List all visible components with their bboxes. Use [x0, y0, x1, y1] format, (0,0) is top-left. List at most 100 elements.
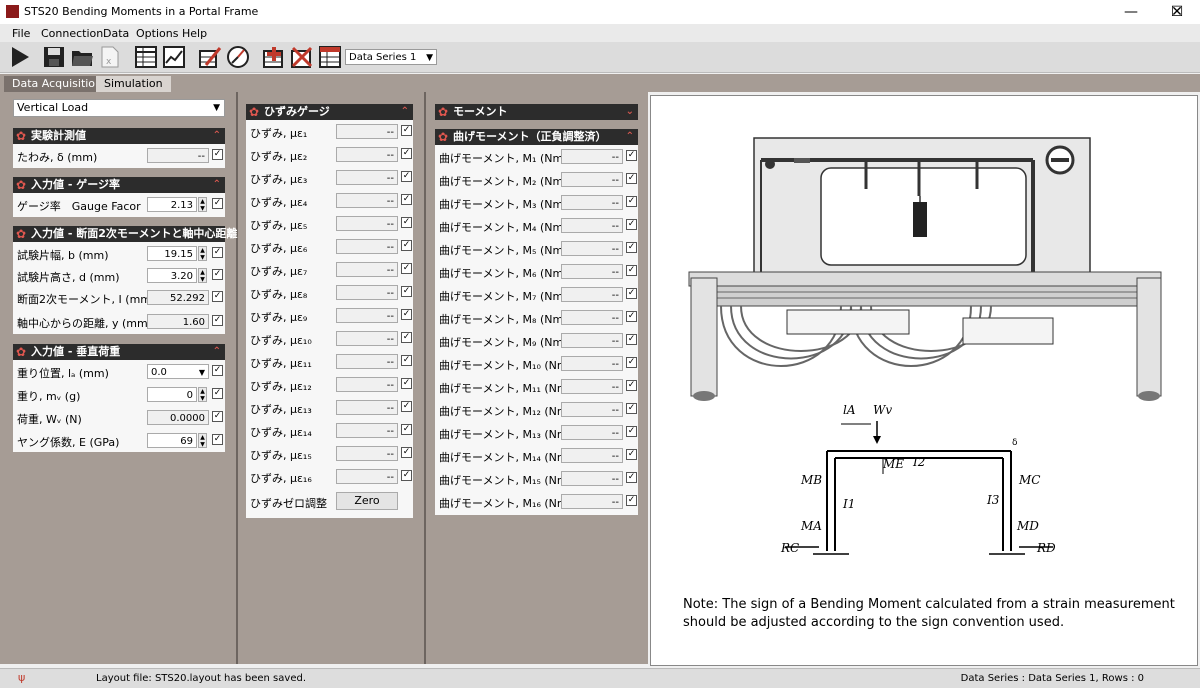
load-checkbox[interactable]: ✓ [212, 411, 223, 422]
maximize-button[interactable]: ☐ [1170, 4, 1184, 20]
second-moment-checkbox[interactable]: ✓ [212, 291, 223, 302]
strain-checkbox[interactable]: ✓ [401, 401, 412, 412]
strain-checkbox[interactable]: ✓ [401, 355, 412, 366]
width-row: 試験片幅, b (mm) 19.15 ▲▼ ✓ [17, 246, 223, 262]
export-excel-icon[interactable]: x [98, 45, 122, 69]
gauge-factor-checkbox[interactable]: ✓ [212, 198, 223, 209]
panel-header[interactable]: ✿実験計測値⌃ [13, 128, 225, 144]
portal-frame-illustration: lA Wv I2 ME MB MC I1 I3 MA MD RC RD δ [688, 137, 1162, 555]
strain-label: ひずみ, με₆ [250, 242, 308, 255]
bending-moment-checkbox[interactable]: ✓ [626, 219, 637, 230]
youngs-modulus-input[interactable]: 69 [147, 433, 197, 448]
load-type-select[interactable]: Vertical Load ▼ [13, 99, 225, 117]
height-input[interactable]: 3.20 [147, 268, 197, 283]
panel-header[interactable]: ✿入力値 - 断面2次モーメントと軸中心距離 [13, 226, 237, 242]
panel-header[interactable]: ✿入力値 - 垂直荷重⌃ [13, 344, 225, 360]
edit-table-icon[interactable] [198, 45, 222, 69]
weight-mass-stepper[interactable]: ▲▼ [198, 387, 207, 402]
strain-checkbox[interactable]: ✓ [401, 309, 412, 320]
height-checkbox[interactable]: ✓ [212, 269, 223, 280]
width-checkbox[interactable]: ✓ [212, 247, 223, 258]
menu-options[interactable]: Options [136, 27, 179, 40]
strain-checkbox[interactable]: ✓ [401, 217, 412, 228]
bending-moment-value: -- [561, 241, 623, 256]
data-series-select[interactable]: Data Series 1 ▼ [345, 49, 437, 65]
table-view-icon[interactable] [134, 45, 158, 69]
neutral-axis-checkbox[interactable]: ✓ [212, 315, 223, 326]
bending-moment-checkbox[interactable]: ✓ [626, 403, 637, 414]
bending-moment-checkbox[interactable]: ✓ [626, 495, 637, 506]
deflection-checkbox[interactable]: ✓ [212, 149, 223, 160]
bending-moment-checkbox[interactable]: ✓ [626, 150, 637, 161]
strain-checkbox[interactable]: ✓ [401, 286, 412, 297]
strain-checkbox[interactable]: ✓ [401, 125, 412, 136]
play-icon[interactable] [8, 45, 32, 69]
panel-header[interactable]: ✿ひずみゲージ⌃ [246, 104, 413, 120]
weight-position-select[interactable]: 0.0▼ [147, 364, 209, 379]
column-divider[interactable] [424, 92, 426, 664]
column-divider[interactable] [236, 92, 238, 664]
bending-moment-checkbox[interactable]: ✓ [626, 265, 637, 276]
minimize-button[interactable]: — [1124, 4, 1138, 20]
tab-simulation[interactable]: Simulation [96, 76, 171, 92]
close-button[interactable]: ✕ [1171, 4, 1183, 20]
bending-moment-checkbox[interactable]: ✓ [626, 311, 637, 322]
panel-header[interactable]: ✿曲げモーメント（正負調整済）⌃ [435, 129, 638, 145]
strain-checkbox[interactable]: ✓ [401, 447, 412, 458]
clear-table-icon[interactable] [318, 45, 342, 69]
graph-view-icon[interactable] [162, 45, 186, 69]
collapse-icon[interactable]: ⌃ [212, 179, 221, 190]
add-row-icon[interactable] [262, 45, 286, 69]
bending-moment-value: -- [561, 379, 623, 394]
bending-moment-checkbox[interactable]: ✓ [626, 196, 637, 207]
strain-checkbox[interactable]: ✓ [401, 240, 412, 251]
delete-row-icon[interactable] [290, 45, 314, 69]
bending-moment-label: 曲げモーメント, M₁₅ (Nm) [439, 474, 572, 487]
collapse-icon[interactable]: ⌃ [625, 131, 634, 142]
save-icon[interactable] [42, 45, 66, 69]
menu-help[interactable]: Help [182, 27, 208, 40]
panel-header[interactable]: ✿モーメント⌄ [435, 104, 638, 120]
bending-moment-checkbox[interactable]: ✓ [626, 472, 637, 483]
youngs-modulus-stepper[interactable]: ▲▼ [198, 433, 207, 448]
gauge-icon[interactable] [226, 45, 250, 69]
tab-data-acquisition[interactable]: Data Acquisition [4, 76, 111, 92]
strain-checkbox[interactable]: ✓ [401, 194, 412, 205]
menu-data[interactable]: Data [103, 27, 130, 40]
bending-moment-checkbox[interactable]: ✓ [626, 334, 637, 345]
expand-icon[interactable]: ⌄ [625, 106, 634, 117]
height-stepper[interactable]: ▲▼ [198, 268, 207, 283]
strain-row: ひずみ, με₂--✓ [246, 143, 413, 166]
bending-moment-checkbox[interactable]: ✓ [626, 449, 637, 460]
strain-checkbox[interactable]: ✓ [401, 378, 412, 389]
collapse-icon[interactable]: ⌃ [212, 130, 221, 141]
gauge-factor-stepper[interactable]: ▲▼ [198, 197, 207, 212]
panel-header[interactable]: ✿入力値 - ゲージ率⌃ [13, 177, 225, 193]
gauge-factor-input[interactable]: 2.13 [147, 197, 197, 212]
strain-checkbox[interactable]: ✓ [401, 263, 412, 274]
bending-moment-checkbox[interactable]: ✓ [626, 173, 637, 184]
bending-moment-checkbox[interactable]: ✓ [626, 426, 637, 437]
bending-moment-checkbox[interactable]: ✓ [626, 357, 637, 368]
menu-connection[interactable]: Connection [41, 27, 104, 40]
youngs-modulus-checkbox[interactable]: ✓ [212, 434, 223, 445]
weight-mass-checkbox[interactable]: ✓ [212, 388, 223, 399]
strain-checkbox[interactable]: ✓ [401, 148, 412, 159]
width-input[interactable]: 19.15 [147, 246, 197, 261]
bending-moment-checkbox[interactable]: ✓ [626, 288, 637, 299]
strain-checkbox[interactable]: ✓ [401, 332, 412, 343]
weight-position-checkbox[interactable]: ✓ [212, 365, 223, 376]
menu-file[interactable]: File [12, 27, 31, 40]
collapse-icon[interactable]: ⌃ [400, 106, 409, 117]
strain-checkbox[interactable]: ✓ [401, 470, 412, 481]
strain-checkbox[interactable]: ✓ [401, 424, 412, 435]
bending-moment-checkbox[interactable]: ✓ [626, 242, 637, 253]
width-stepper[interactable]: ▲▼ [198, 246, 207, 261]
weight-mass-input[interactable]: 0 [147, 387, 197, 402]
strain-zero-row: ひずみゼロ調整 Zero [246, 488, 413, 514]
strain-checkbox[interactable]: ✓ [401, 171, 412, 182]
collapse-icon[interactable]: ⌃ [212, 346, 221, 357]
bending-moment-checkbox[interactable]: ✓ [626, 380, 637, 391]
open-folder-icon[interactable] [70, 45, 94, 69]
zero-button[interactable]: Zero [336, 492, 398, 510]
